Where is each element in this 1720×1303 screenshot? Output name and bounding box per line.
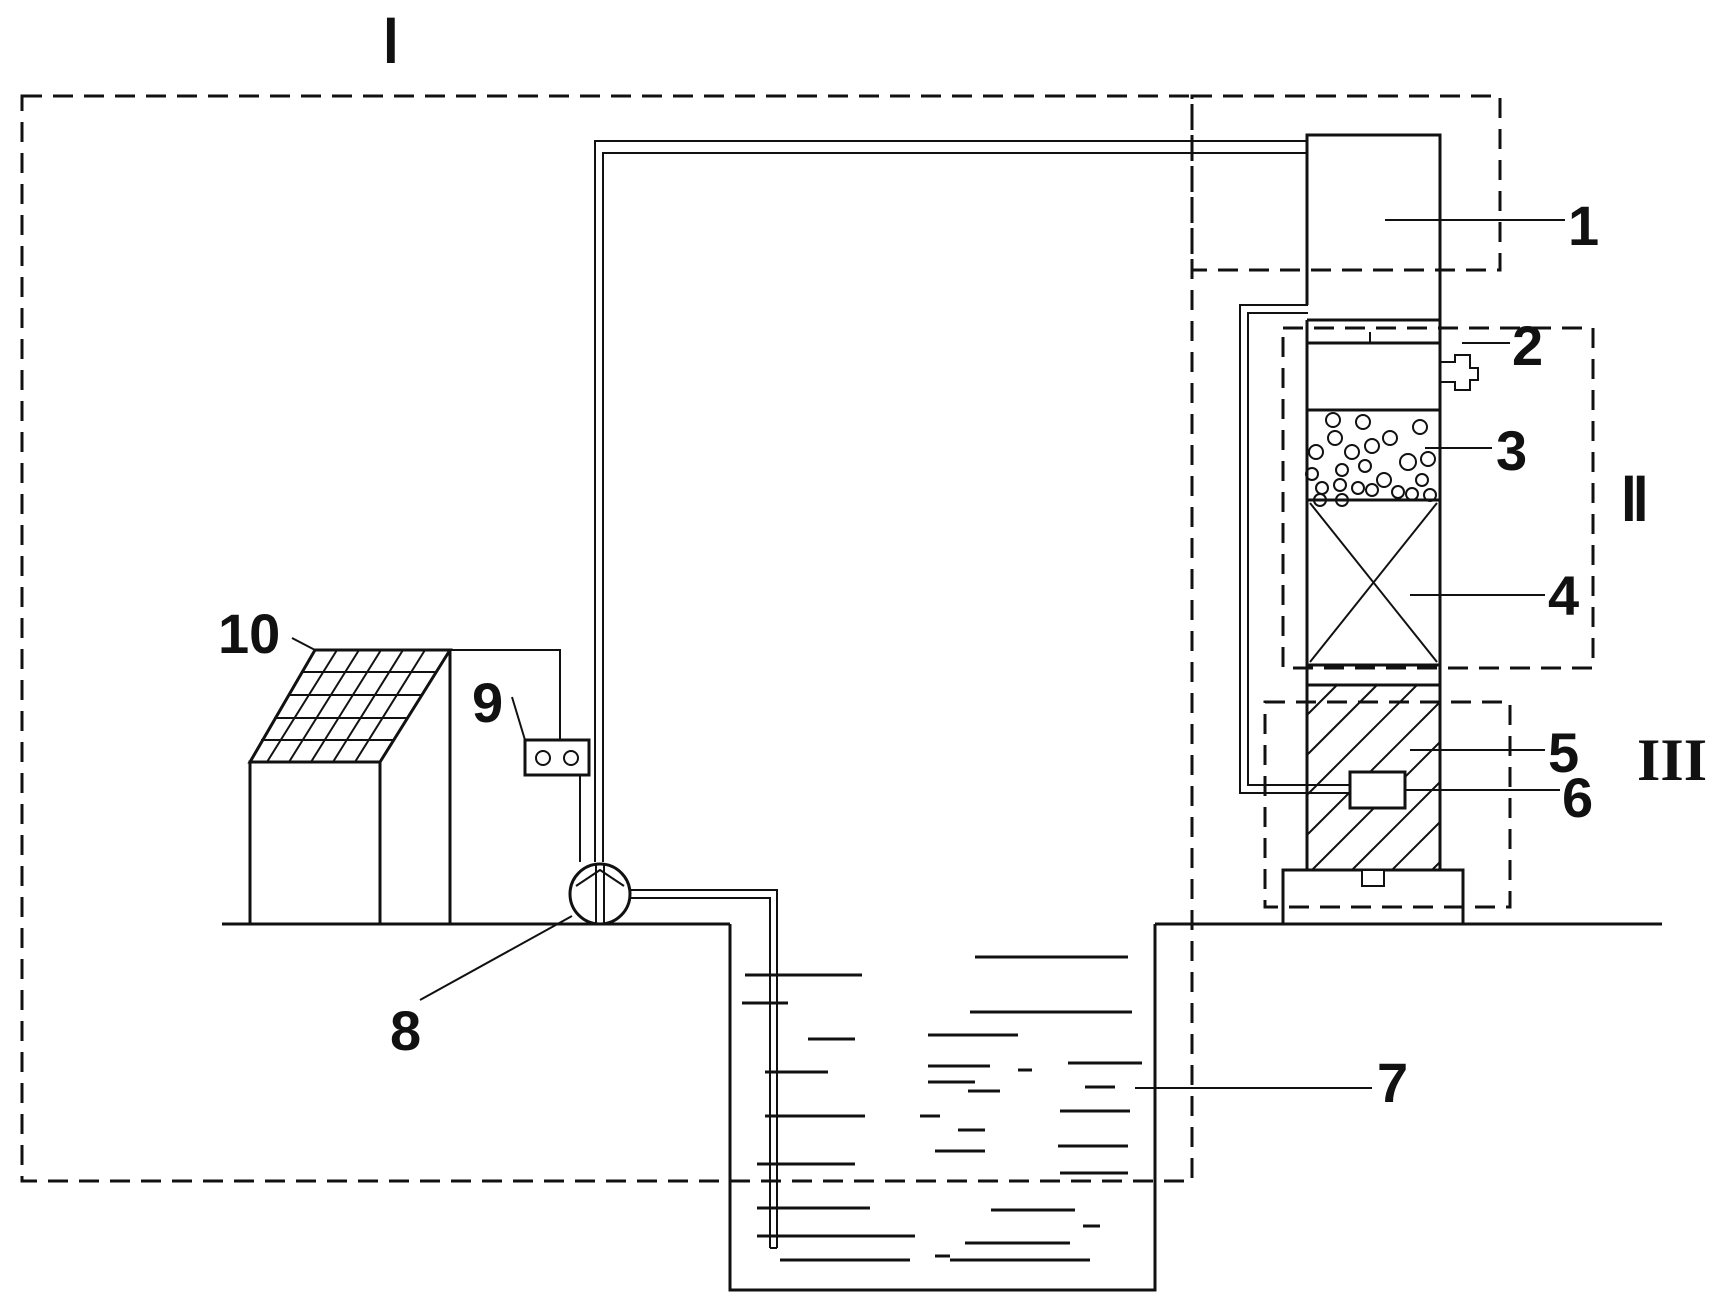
- region-II-boundary: [1281, 326, 1595, 670]
- labels: Ⅰ Ⅱ III 1 2 3 4 5 6 7 8 9 10: [218, 9, 1707, 1114]
- water-reservoir: [728, 924, 1157, 1292]
- leader-lines: [291, 219, 1565, 1089]
- treatment-column: [1281, 133, 1479, 926]
- region-boundaries: [20, 94, 1595, 1183]
- label-5: 5: [1548, 721, 1579, 784]
- solar-panel-grid: [261, 649, 436, 763]
- label-7: 7: [1377, 1051, 1408, 1114]
- label-2: 2: [1512, 314, 1543, 377]
- label-6: 6: [1562, 766, 1593, 829]
- controller-box: [523, 738, 591, 777]
- intake-pipe: [630, 889, 778, 1249]
- region-label-III: III: [1637, 727, 1707, 793]
- label-3: 3: [1496, 419, 1527, 482]
- region-I-boundary: [20, 94, 1194, 1183]
- label-4: 4: [1548, 564, 1579, 627]
- label-8: 8: [390, 999, 421, 1062]
- region-label-I: Ⅰ: [382, 9, 400, 75]
- packing-spheres: [1305, 412, 1437, 507]
- region-top-boundary: [1190, 94, 1502, 272]
- label-1: 1: [1568, 194, 1599, 257]
- bypass-pipe: [1239, 304, 1350, 794]
- label-10: 10: [218, 602, 280, 665]
- solar-panel-structure: [247, 648, 453, 926]
- water-pump: [568, 862, 632, 926]
- region-III-boundary: [1263, 700, 1512, 909]
- region-label-II: Ⅱ: [1620, 467, 1650, 533]
- water-surface-lines: [742, 955, 1142, 1262]
- delivery-pipe: [594, 140, 1307, 862]
- label-9: 9: [472, 671, 503, 734]
- power-wire: [450, 649, 581, 862]
